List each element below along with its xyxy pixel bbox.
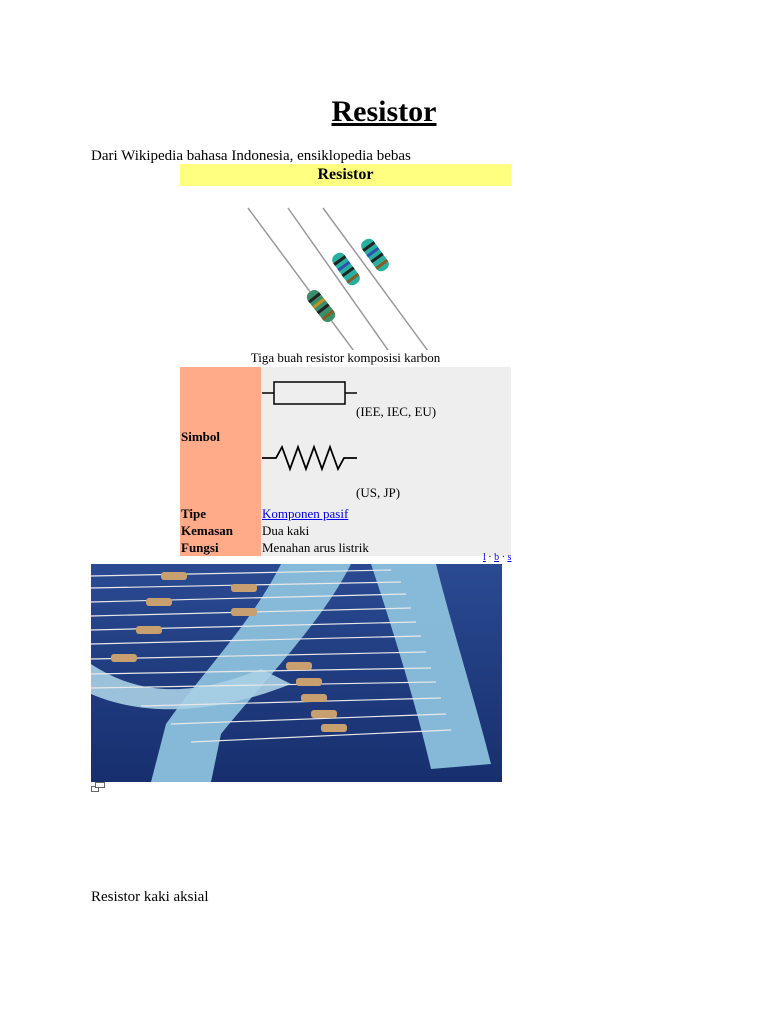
us-resistor-symbol-icon [262, 444, 357, 472]
type-label: Tipe [180, 505, 261, 522]
function-label: Fungsi [180, 539, 261, 556]
nav-talk-link[interactable]: b [494, 552, 500, 563]
resistor-image [180, 186, 511, 371]
row-type: Tipe Komponen pasif [180, 505, 511, 522]
page-title: Resistor [331, 95, 437, 128]
function-value: Menahan arus listrik [261, 539, 511, 556]
iec-resistor-symbol-icon [262, 381, 357, 405]
symbol-note-iec: (IEE, IEC, EU) [356, 404, 437, 419]
symbol-block: (IEE, IEC, EU) (US, JP) [262, 367, 511, 505]
row-function: Fungsi Menahan arus listrik [180, 539, 511, 556]
image-placeholder-icon [91, 782, 105, 792]
infobox-header: Resistor [180, 164, 511, 186]
infobox-table: Simbol (IEE, IEC, EU) (US, JP) Tipe [180, 367, 511, 556]
photo-caption: Resistor kaki aksial [91, 889, 209, 905]
row-symbol: Simbol (IEE, IEC, EU) (US, JP) [180, 367, 511, 505]
symbol-label: Simbol [180, 367, 261, 505]
infobox: Resistor [180, 164, 511, 556]
symbol-note-us: (US, JP) [356, 485, 401, 500]
package-label: Kemasan [180, 522, 261, 539]
template-nav: l · b · s [483, 552, 512, 563]
page-subtitle: Dari Wikipedia bahasa Indonesia, ensiklo… [91, 148, 411, 164]
nav-edit-link[interactable]: s [507, 552, 512, 563]
row-package: Kemasan Dua kaki [180, 522, 511, 539]
package-value: Dua kaki [261, 522, 511, 539]
nav-view-link[interactable]: l [483, 552, 486, 563]
infobox-caption: Tiga buah resistor komposisi karbon [250, 350, 441, 365]
type-link[interactable]: Komponen pasif [262, 506, 349, 521]
axial-resistor-photo [90, 564, 502, 782]
